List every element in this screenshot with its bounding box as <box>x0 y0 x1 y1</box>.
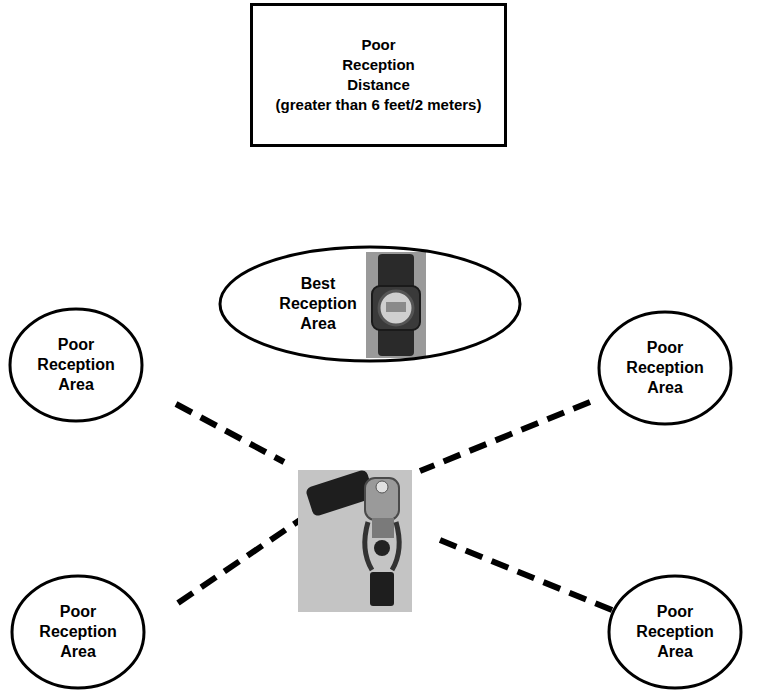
best-reception-ellipse: Best Reception Area <box>218 245 522 363</box>
node-label: Poor Reception Area <box>626 338 703 398</box>
node-label: Poor Reception Area <box>636 602 713 662</box>
poor-reception-ellipse: Poor Reception Area <box>607 574 743 690</box>
node-label: Poor Reception Area <box>39 602 116 662</box>
watch-case <box>372 286 420 330</box>
regulator-hose-fitting <box>370 572 394 606</box>
photo-ground <box>366 252 426 358</box>
dashed-leaders <box>176 402 612 610</box>
regulator-port <box>376 481 388 493</box>
ellipse-shape <box>10 309 142 421</box>
ellipse-shape <box>609 576 741 688</box>
ellipse-outline <box>218 245 522 363</box>
node-label: Poor Reception Distance (greater than 6 … <box>276 35 482 115</box>
dashed-leader <box>176 404 284 462</box>
poor-reception-ellipse: Poor Reception Area <box>8 307 144 423</box>
watch-display <box>386 302 406 312</box>
watch-face <box>379 291 413 325</box>
dashed-leader <box>440 540 612 610</box>
poor-reception-ellipse: Poor Reception Area <box>597 310 733 426</box>
dashed-leader <box>420 402 590 471</box>
regulator-knob <box>374 540 390 556</box>
dashed-leader <box>178 520 300 603</box>
ellipse-shape <box>220 247 520 361</box>
node-label: Poor Reception Area <box>37 335 114 395</box>
regulator-body <box>365 478 399 520</box>
watch-strap <box>378 254 414 290</box>
poor-reception-ellipse: Poor Reception Area <box>10 574 146 690</box>
regulator-picture <box>298 469 412 612</box>
watch-picture <box>366 252 426 358</box>
ellipse-shape <box>12 576 144 688</box>
node-label: Best Reception Area <box>279 274 356 334</box>
distance-box: Poor Reception Distance (greater than 6 … <box>250 3 507 147</box>
regulator-yoke <box>372 518 394 538</box>
ellipse-shape <box>599 312 731 424</box>
regulator-yoke-arm <box>365 522 399 570</box>
